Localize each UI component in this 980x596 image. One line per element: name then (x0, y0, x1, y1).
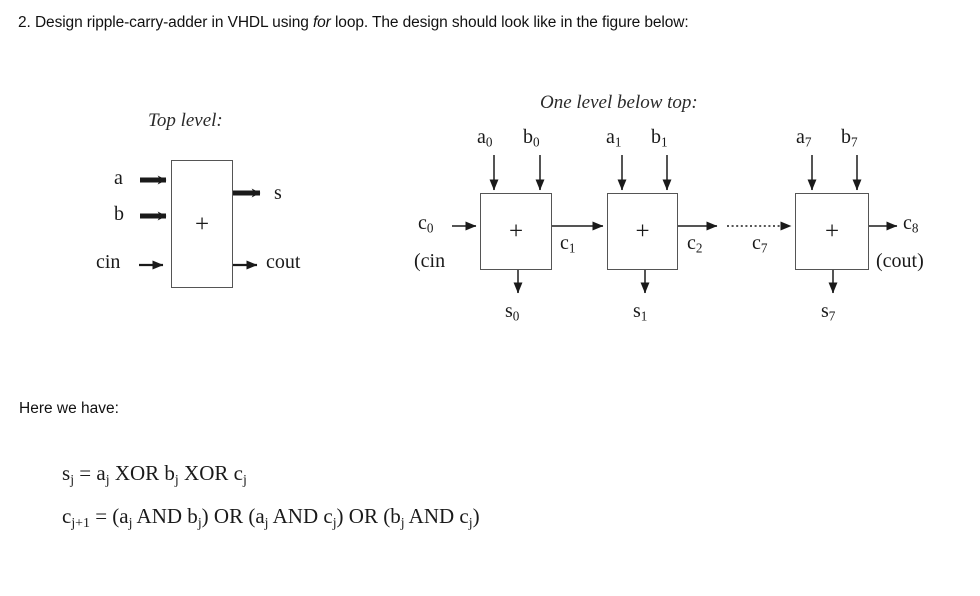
adder-stage-0-plus-symbol: + (508, 218, 524, 245)
equation-token: AND c (404, 504, 469, 528)
adder-stage-7-plus-symbol: + (824, 218, 840, 245)
equation-subscript: j (332, 514, 337, 530)
sum-equation: sj = aj XOR bj XOR cj (62, 461, 247, 488)
equation-token: ) (472, 504, 480, 528)
stage-1-carry-out-label: c2 (687, 232, 703, 256)
here-we-have-label: Here we have: (19, 400, 119, 417)
top-level-adder-block: + (171, 160, 233, 288)
top-level-input-b-label: b (114, 203, 124, 225)
equation-subscript: j (128, 514, 133, 530)
equation-subscript: j (197, 514, 202, 530)
stage-7-carry-in-label: c7 (752, 232, 768, 256)
equation-token: s (62, 461, 71, 485)
equation-token: ) OR (b (336, 504, 401, 528)
question-text-italic: for (312, 14, 331, 31)
carry-equation: cj+1 = (aj AND bj) OR (aj AND cj) OR (bj… (62, 504, 480, 531)
equation-subscript: j (400, 514, 405, 530)
chain-carry-out-alias-label: (cout) (876, 250, 924, 272)
equation-token: AND b (132, 504, 198, 528)
chain-carry-out-label: c8 (903, 212, 919, 236)
equation-subscript: j (105, 471, 110, 487)
stage-0-sum-label: s0 (505, 300, 520, 324)
adder-stage-1-plus-symbol: + (635, 218, 650, 245)
top-level-heading: Top level: (148, 110, 223, 131)
top-level-input-a-label: a (114, 167, 123, 189)
equation-token: XOR c (178, 461, 243, 485)
top-level-output-cout-label: cout (266, 251, 301, 273)
one-level-below-heading: One level below top: (540, 92, 698, 113)
equation-subscript: j (264, 514, 269, 530)
adder-stage-7-block: + (795, 193, 869, 270)
equation-token: = (a (89, 504, 129, 528)
adder-stage-1-block: + (607, 193, 678, 270)
top-level-plus-symbol: + (194, 211, 210, 238)
equation-subscript: j (242, 471, 247, 487)
stage-7-input-b-label: b7 (841, 126, 858, 150)
question-prompt: 2. Design ripple-carry-adder in VHDL usi… (18, 14, 689, 32)
top-level-output-s-label: s (274, 182, 282, 204)
equation-subscript: j (468, 514, 473, 530)
equation-subscript: j (70, 471, 75, 487)
stage-1-input-b-label: b1 (651, 126, 668, 150)
stage-1-input-a-label: a1 (606, 126, 622, 150)
adder-stage-0-block: + (480, 193, 552, 270)
chain-carry-in-label: c0 (418, 212, 434, 236)
stage-7-input-a-label: a7 (796, 126, 812, 150)
stage-0-input-a-label: a0 (477, 126, 493, 150)
question-text-part2: loop. The design should look like in the… (330, 14, 689, 31)
question-text-part1: Design ripple-carry-adder in VHDL using (34, 14, 313, 31)
equation-token: XOR b (109, 461, 175, 485)
equation-token: = a (74, 461, 106, 485)
top-level-input-cin-label: cin (96, 251, 121, 273)
equation-subscript: j+1 (71, 514, 90, 530)
stage-0-input-b-label: b0 (523, 126, 540, 150)
stage-1-sum-label: s1 (633, 300, 648, 324)
equation-token: AND c (268, 504, 333, 528)
equation-subscript: j (174, 471, 179, 487)
stage-7-sum-label: s7 (821, 300, 836, 324)
equation-token: c (62, 504, 72, 528)
question-number: 2. (18, 14, 31, 31)
equation-token: ) OR (a (201, 504, 265, 528)
stage-0-carry-out-label: c1 (560, 232, 576, 256)
chain-carry-in-alias-label: (cin (414, 250, 446, 272)
